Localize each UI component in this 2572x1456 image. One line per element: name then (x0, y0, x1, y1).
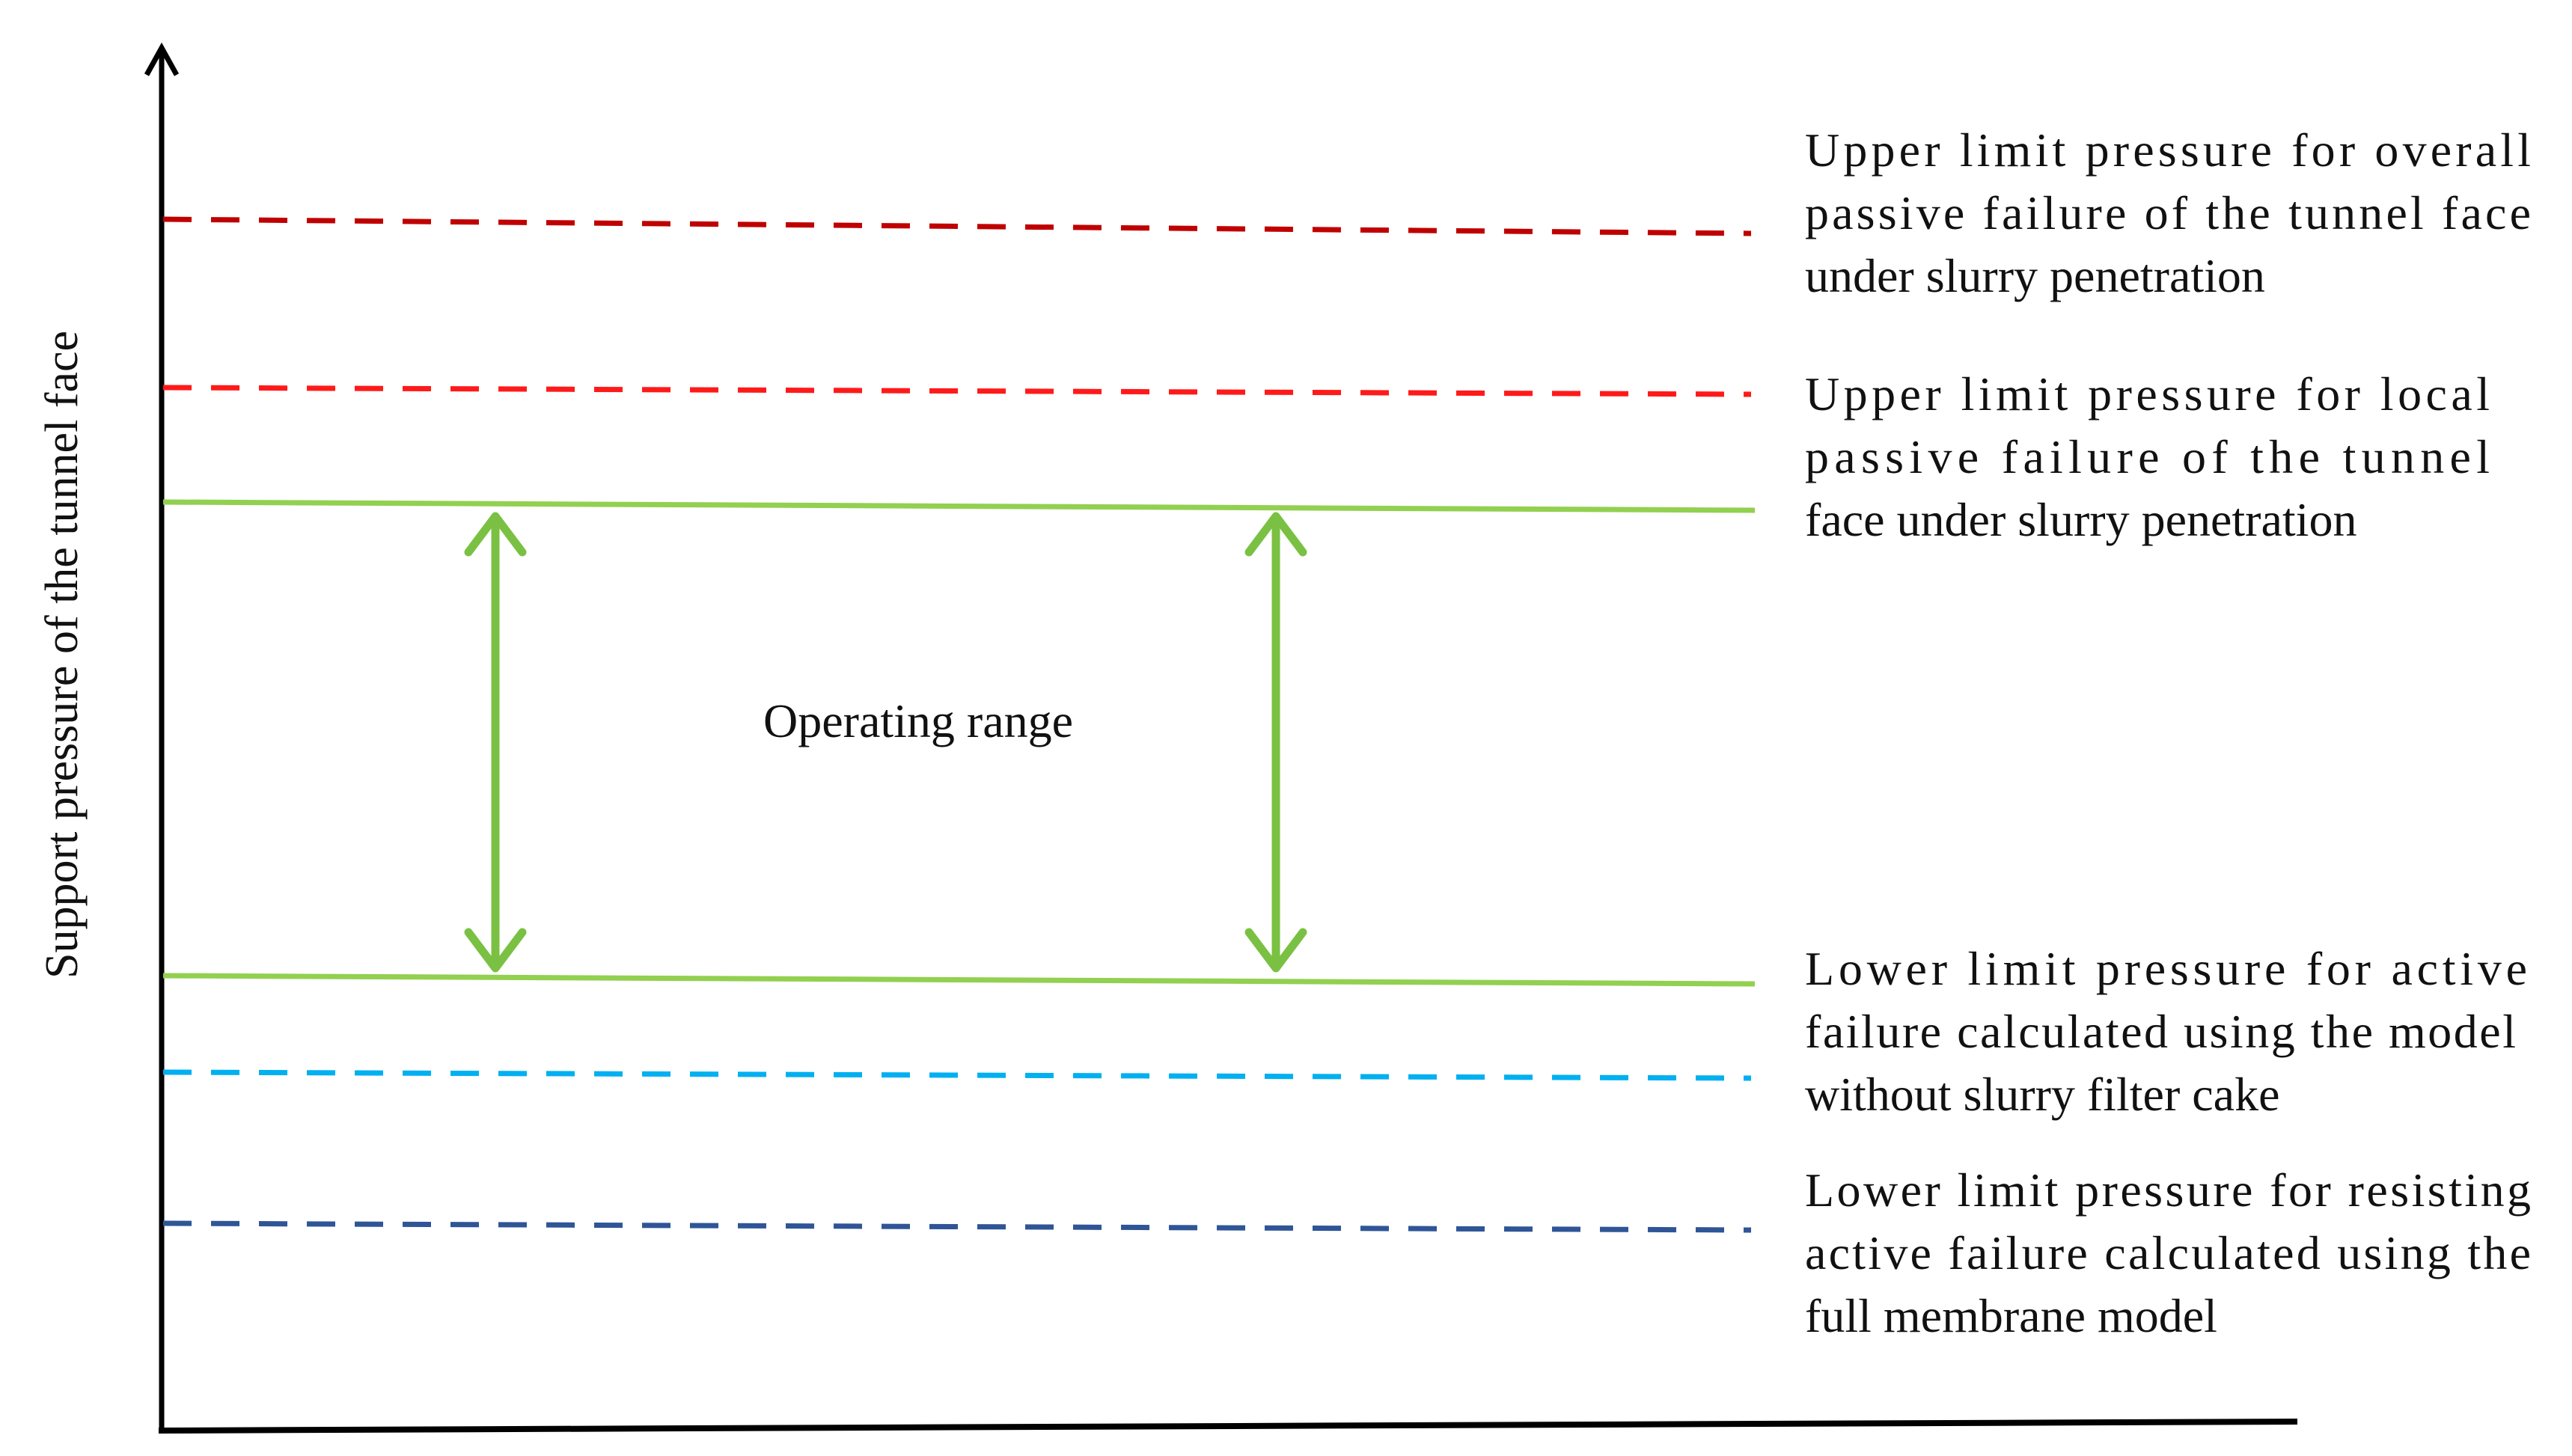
svg-text:under slurry penetration: under slurry penetration (1805, 249, 2265, 302)
upper-limit-local-passive-line (162, 385, 1752, 397)
y-axis-arrowhead (144, 42, 180, 76)
x-axis (158, 1419, 2298, 1434)
label-upper-overall: Upper limit pressure for overall passive… (1805, 123, 2531, 302)
lower-limit-active-dashed-line (162, 1069, 1752, 1081)
svg-text:without slurry filter cake: without slurry filter cake (1805, 1068, 2279, 1121)
label-lower-active-no-cake: Lower limit pressure for active failure … (1805, 942, 2527, 1121)
operating-range-arrow-left (464, 512, 527, 973)
svg-text:Lower limit pressure for resis: Lower limit pressure for resisting (1805, 1163, 2531, 1217)
svg-text:Upper limit pressure for local: Upper limit pressure for local (1805, 367, 2490, 420)
svg-text:Upper limit pressure for overa: Upper limit pressure for overall (1805, 123, 2531, 177)
label-lower-full-membrane: Lower limit pressure for resisting activ… (1805, 1163, 2531, 1342)
svg-text:full membrane model: full membrane model (1805, 1289, 2217, 1342)
svg-text:active failure calculated usin: active failure calculated using the (1805, 1226, 2531, 1279)
lower-limit-full-membrane-line (162, 1220, 1752, 1233)
svg-text:Lower limit pressure for activ: Lower limit pressure for active (1805, 942, 2527, 995)
svg-text:passive failure of the tunnel: passive failure of the tunnel face (1805, 186, 2531, 239)
y-axis-title: Support pressure of the tunnel face (37, 331, 88, 979)
operating-range-arrow-right (1244, 512, 1307, 973)
upper-limit-overall-passive-line (162, 216, 1752, 236)
lower-limit-active-no-cake-line (162, 973, 1756, 987)
operating-range-label: Operating range (763, 694, 1073, 747)
svg-text:face under slurry penetration: face under slurry penetration (1805, 493, 2356, 546)
svg-text:failure calculated using the m: failure calculated using the model (1805, 1005, 2516, 1058)
label-upper-local: Upper limit pressure for local passive f… (1805, 367, 2490, 546)
svg-text:passive failure of the tunnel: passive failure of the tunnel (1805, 430, 2490, 483)
operating-upper-bound-line (162, 499, 1756, 513)
